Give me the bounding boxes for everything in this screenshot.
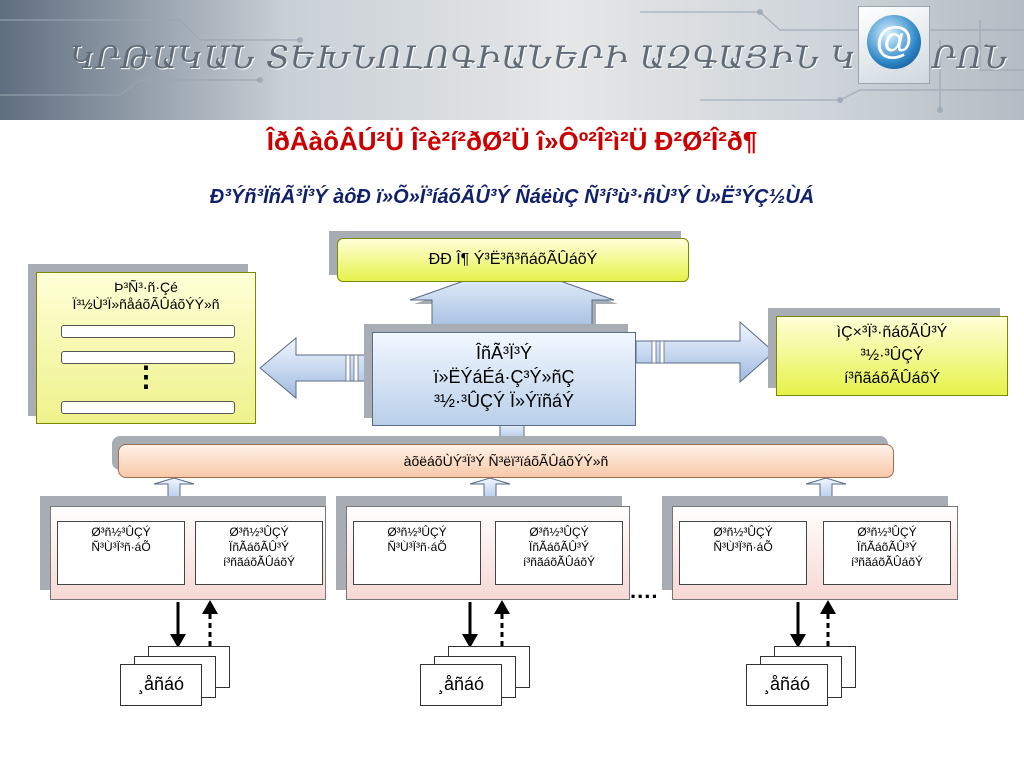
dashed-arrow-up-3	[820, 600, 836, 648]
left-box-line-1: Þ³Ñ³·ñ·Çé	[114, 279, 178, 295]
group-3-cell-right-line-3: í³ñãáõÃÛáõÝ	[850, 555, 924, 569]
doc-label-1: ¸åñáó	[137, 674, 185, 694]
group-3-cell-left: Ø³ñ½³ÛÇÝ Ñ³Ù³Ï³ñ·áÕ	[679, 521, 807, 585]
document-icon-3	[746, 664, 828, 706]
group-1-cell-right: Ø³ñ½³ÛÇÝ ÏñÃáõÃÛ³Ý í³ñãáõÃÛáõÝ	[195, 521, 323, 585]
group-2-cell-right-line-3: í³ñãáõÃÛáõÝ	[522, 555, 596, 569]
right-box: ìÇ×³Ï³·ñáõÃÛ³Ý ³½·³ÛÇÝ í³ñãáõÃÛáõÝ	[776, 316, 1008, 396]
left-box-line-2: Ï³½Ù³Ï»ñåáõÃÛáõÝÝ»ñ	[72, 296, 220, 312]
center-box: ÎñÃ³Ï³Ý ï»ËÝáÉá·Ç³Ý»ñÇ ³½·³ÛÇÝ Ï»ÝïñáÝ	[372, 332, 636, 426]
group-3: Ø³ñ½³ÛÇÝ Ñ³Ù³Ï³ñ·áÕ Ø³ñ½³ÛÇÝ ÏñÃáõÃÛ³Ý í…	[672, 506, 958, 600]
center-box-line-2: ï»ËÝáÉá·Ç³Ý»ñÇ	[433, 367, 575, 387]
group-2-cell-right: Ø³ñ½³ÛÇÝ ÏñÃáõÃÛ³Ý í³ñãáõÃÛáõÝ	[495, 521, 623, 585]
groups-ellipsis: ....	[630, 578, 659, 603]
right-arrow-to-right-box	[635, 320, 775, 384]
right-box-line-3: í³ñãáõÃÛáõÝ	[843, 370, 941, 387]
left-arrow-to-left-box	[259, 336, 373, 400]
group-2-cell-right-line-2: ÏñÃáõÃÛ³Ý	[528, 540, 590, 554]
group-1-cell-left: Ø³ñ½³ÛÇÝ Ñ³Ù³Ï³ñ·áÕ	[57, 521, 185, 585]
solid-arrow-down-2	[462, 602, 478, 648]
group-3-cell-right-line-2: ÏñÃáõÃÛ³Ý	[856, 540, 918, 554]
doc-label-2: ¸åñáó	[437, 674, 485, 694]
slide-title: ÎðÂàôÂÚ²Ü Î²è²í²ðØ²Ü î»Ôº²Î²ì²Ü Ð²Ø²Î²ð¶	[266, 126, 758, 156]
header-banner: ԿՐԹԱԿԱՆ ՏԵԽՆՈԼՈԳԻԱՆԵՐԻ ԱԶԳԱՅԻՆ ԿԵՆՏՐՈՆ @	[0, 0, 1024, 120]
right-box-line-1: ìÇ×³Ï³·ñáõÃÛ³Ý	[836, 324, 948, 341]
group-3-cell-left-line-1: Ø³ñ½³ÛÇÝ	[713, 525, 773, 539]
doc-label-3: ¸åñáó	[763, 674, 811, 694]
group-2-cell-left-line-1: Ø³ñ½³ÛÇÝ	[387, 525, 447, 539]
center-box-line-1: ÎñÃ³Ï³Ý	[475, 343, 532, 363]
group-1: Ø³ñ½³ÛÇÝ Ñ³Ù³Ï³ñ·áÕ Ø³ñ½³ÛÇÝ ÏñÃáõÃÛ³Ý í…	[50, 506, 326, 600]
group-2-cell-right-line-1: Ø³ñ½³ÛÇÝ	[529, 525, 589, 539]
group-1-cell-left-line-2: Ñ³Ù³Ï³ñ·áÕ	[91, 540, 151, 554]
left-box: Þ³Ñ³·ñ·Çé Ï³½Ù³Ï»ñåáõÃÛáõÝÝ»ñ ⋮	[36, 272, 256, 424]
email-at-icon: @	[858, 6, 930, 84]
group-1-cell-right-line-2: ÏñÃáõÃÛ³Ý	[228, 540, 290, 554]
document-icon-2	[420, 664, 502, 706]
left-box-field-1	[61, 325, 235, 338]
dashed-arrow-up-1	[202, 600, 218, 648]
document-icon-1	[120, 664, 202, 706]
group-2: Ø³ñ½³ÛÇÝ Ñ³Ù³Ï³ñ·áÕ Ø³ñ½³ÛÇÝ ÏñÃáõÃÛ³Ý í…	[346, 506, 630, 600]
solid-arrow-down-3	[790, 602, 806, 648]
dashed-arrow-up-2	[494, 600, 510, 648]
left-box-field-2	[61, 351, 235, 364]
left-box-dots: ⋮	[132, 361, 160, 392]
group-1-cell-right-line-1: Ø³ñ½³ÛÇÝ	[229, 525, 289, 539]
right-box-line-2: ³½·³ÛÇÝ	[860, 347, 924, 364]
wide-bar: àõëáõÙÝ³Ï³Ý Ñ³ëï³ïáõÃÛáõÝÝ»ñ	[118, 444, 894, 478]
group-3-cell-right: Ø³ñ½³ÛÇÝ ÏñÃáõÃÛ³Ý í³ñãáõÃÛáõÝ	[823, 521, 951, 585]
group-2-cell-left-line-2: Ñ³Ù³Ï³ñ·áÕ	[387, 540, 447, 554]
left-box-field-3	[61, 401, 235, 414]
slide-subtitle: Ð³Ýñ³ÏñÃ³Ï³Ý àôÐ ï»Õ»Ï³íáõÃÛ³Ý ÑáëùÇ Ñ³í…	[209, 186, 815, 208]
circuit-pattern-icon	[0, 9, 1024, 113]
group-1-cell-left-line-1: Ø³ñ½³ÛÇÝ	[91, 525, 151, 539]
group-3-cell-right-line-1: Ø³ñ½³ÛÇÝ	[857, 525, 917, 539]
group-2-cell-left: Ø³ñ½³ÛÇÝ Ñ³Ù³Ï³ñ·áÕ	[353, 521, 481, 585]
center-box-line-3: ³½·³ÛÇÝ Ï»ÝïñáÝ	[433, 391, 575, 411]
group-3-cell-left-line-2: Ñ³Ù³Ï³ñ·áÕ	[713, 540, 773, 554]
banner-title: ԿՐԹԱԿԱՆ ՏԵԽՆՈԼՈԳԻԱՆԵՐԻ ԱԶԳԱՅԻՆ ԿԵՆՏՐՈՆ	[70, 40, 1009, 76]
solid-arrow-down-1	[170, 602, 186, 648]
top-box: ÐÐ Î¶ Ý³Ë³ñ³ñáõÃÛáõÝ	[337, 238, 689, 282]
group-1-cell-right-line-3: í³ñãáõÃÛáõÝ	[222, 555, 296, 569]
at-symbol: @	[867, 15, 921, 69]
